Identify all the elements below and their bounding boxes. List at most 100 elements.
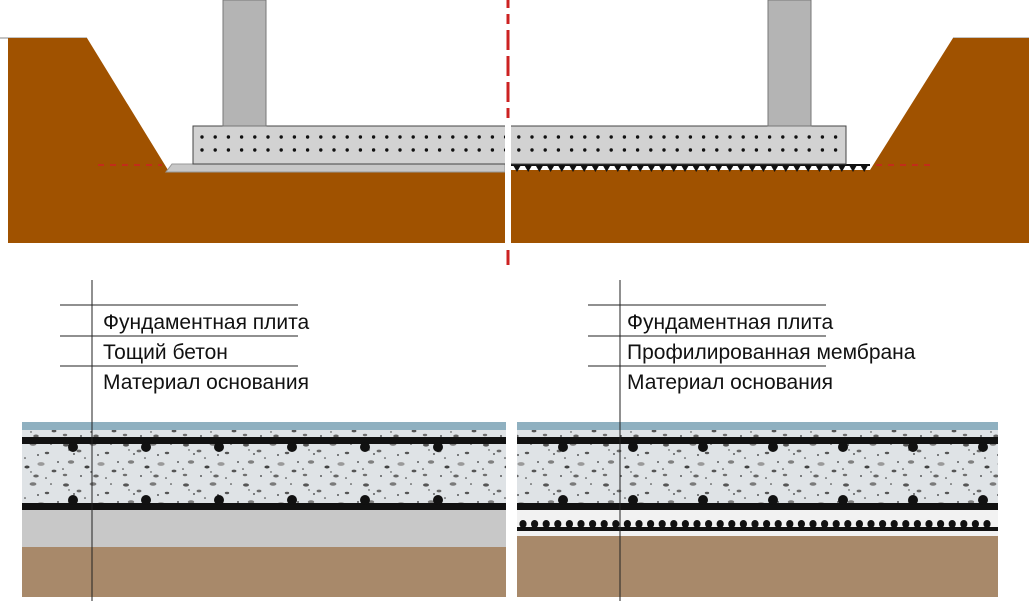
rebar-dot	[754, 135, 759, 139]
rebar-dot	[543, 148, 547, 152]
rebar-bar	[628, 495, 638, 505]
membrane-stud	[763, 520, 771, 528]
membrane-stud	[565, 520, 574, 528]
detail-left	[22, 422, 506, 597]
rebar-dot	[358, 148, 363, 152]
membrane-tooth	[804, 165, 813, 172]
membrane-stud	[890, 520, 898, 528]
foundation-slab	[192, 125, 847, 165]
membrane-stud	[531, 520, 539, 528]
rebar-dot	[464, 135, 468, 139]
membrane-stud	[542, 520, 550, 528]
rebar-dot	[767, 148, 772, 152]
rebar-dot	[305, 148, 310, 152]
rebar-dot	[543, 135, 547, 139]
rebar-dot	[556, 135, 561, 139]
rebar-bar	[287, 495, 297, 505]
profiled-membrane	[517, 520, 998, 531]
rebar-dot	[609, 148, 613, 152]
membrane-tooth	[759, 165, 768, 172]
leader-lines-right	[588, 280, 826, 601]
rebar-bar	[68, 442, 78, 452]
rebar-dot	[583, 135, 587, 139]
membrane-stud	[589, 520, 597, 528]
rebar-bar	[141, 442, 151, 452]
rebar-dot	[477, 148, 481, 152]
rebar-top	[517, 437, 998, 444]
rebar-dot	[622, 135, 627, 139]
column-right	[767, 0, 812, 127]
label-lean-concrete: Тощий бетон	[103, 341, 228, 364]
rebar-dot	[385, 148, 389, 152]
slab-rebar-dots	[200, 135, 838, 152]
membrane-stud	[948, 520, 956, 528]
leader-lines-left	[60, 280, 298, 601]
rebar-dot	[530, 135, 534, 139]
membrane-tooth	[703, 165, 712, 172]
rebar-dot	[226, 148, 231, 152]
rebar-bar	[214, 495, 224, 505]
rebar-dot	[635, 135, 640, 139]
rebar-dot	[371, 148, 376, 152]
rebar-top	[22, 437, 506, 444]
label-base-material: Материал основания	[103, 371, 309, 394]
rebar-dot	[424, 148, 429, 152]
rebar-dot	[701, 135, 706, 139]
lean-concrete	[22, 510, 506, 547]
rebar-bar	[768, 495, 778, 505]
membrane-tooth	[737, 165, 745, 172]
soil-left	[8, 38, 505, 243]
rebar-bar	[698, 442, 708, 452]
rebar-dot	[820, 135, 825, 139]
membrane-tooth	[613, 165, 622, 172]
rebar-bar-dots	[68, 442, 443, 505]
membrane-tooth	[658, 165, 667, 172]
membrane-tooth	[569, 165, 577, 172]
rebar-bar	[978, 442, 988, 452]
rebar-dot	[464, 148, 468, 152]
membrane-stud	[879, 520, 887, 528]
rebar-dot	[583, 148, 587, 152]
rebar-dot	[292, 135, 297, 139]
label-profiled-membrane: Профилированная мембрана	[627, 341, 916, 364]
rebar-bar	[978, 495, 988, 505]
label-base-material: Материал основания	[627, 371, 833, 394]
slab-top-surface	[517, 422, 998, 430]
base-material	[517, 536, 998, 597]
rebar-dot	[345, 148, 349, 152]
rebar-bar	[838, 442, 848, 452]
membrane-stud	[867, 520, 875, 528]
membrane-tooth	[580, 165, 589, 172]
rebar-dot	[490, 135, 495, 139]
membrane-stud	[786, 520, 794, 528]
membrane-tooth	[647, 165, 656, 172]
rebar-dot	[319, 148, 323, 152]
rebar-dot	[715, 135, 719, 139]
membrane-stud	[739, 520, 748, 528]
membrane-tooth	[793, 165, 801, 172]
membrane-stud	[902, 520, 910, 528]
membrane-tooth	[681, 165, 689, 172]
rebar-dot	[741, 135, 745, 139]
rebar-dot	[253, 135, 257, 139]
rebar-bottom	[22, 503, 506, 510]
rebar-dot	[662, 135, 666, 139]
membrane-tooth	[849, 165, 857, 172]
label-foundation-slab: Фундаментная плита	[103, 311, 310, 334]
membrane-stud	[983, 520, 991, 528]
lean-concrete-layer	[165, 163, 506, 173]
membrane-stud	[670, 520, 678, 528]
membrane-stud	[693, 520, 701, 528]
rebar-dot	[530, 148, 534, 152]
rebar-bar	[360, 442, 370, 452]
rebar-dot	[517, 148, 521, 152]
rebar-bar	[838, 495, 848, 505]
rebar-bar	[287, 442, 297, 452]
membrane-stud	[809, 520, 817, 528]
membrane-stud	[960, 520, 968, 528]
column-left	[222, 0, 267, 127]
soil-right	[511, 38, 1029, 243]
rebar-dot	[398, 148, 402, 152]
rebar-dot	[807, 135, 811, 139]
